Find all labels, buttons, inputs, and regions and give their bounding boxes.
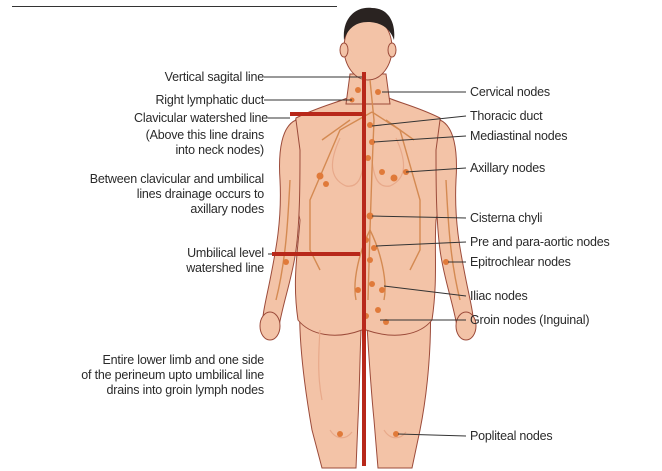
left-hand xyxy=(260,312,280,340)
label-clavicular-watershed-line: Clavicular watershed line xyxy=(134,111,268,126)
label-thoracic-duct: Thoracic duct xyxy=(470,109,542,124)
label-umbilical-watershed-line: Umbilical level watershed line xyxy=(186,246,264,276)
label-groin-nodes: Groin nodes (Inguinal) xyxy=(470,313,589,328)
iliac-node xyxy=(379,287,385,293)
iliac-node xyxy=(369,281,375,287)
label-line: Entire lower limb and one side xyxy=(81,353,264,368)
left-ear xyxy=(340,43,348,57)
label-cisterna-chyli: Cisterna chyli xyxy=(470,211,542,226)
left-arm xyxy=(262,120,300,332)
aortic-node xyxy=(367,257,373,263)
groin-node xyxy=(375,307,381,313)
label-iliac-nodes: Iliac nodes xyxy=(470,289,528,304)
label-line: drains into groin lymph nodes xyxy=(81,383,264,398)
label-line: axillary nodes xyxy=(90,202,264,217)
label-vertical-sagital-line: Vertical sagital line xyxy=(165,70,264,85)
label-right-lymphatic-duct: Right lymphatic duct xyxy=(155,93,264,108)
label-above-line-drains: (Above this line drains into neck nodes) xyxy=(146,128,264,158)
cervical-node xyxy=(355,87,361,93)
iliac-node xyxy=(355,287,361,293)
label-line: of the perineum upto umbilical line xyxy=(81,368,264,383)
label-line: into neck nodes) xyxy=(146,143,264,158)
label-epitrochlear-nodes: Epitrochlear nodes xyxy=(470,255,571,270)
label-pre-para-aortic-nodes: Pre and para-aortic nodes xyxy=(470,235,610,250)
cervical-node xyxy=(375,89,381,95)
epitrochlear-node xyxy=(283,259,289,265)
label-line: Umbilical level xyxy=(186,246,264,261)
axillary-node xyxy=(379,169,385,175)
right-arm xyxy=(436,120,474,332)
axillary-node xyxy=(323,181,329,187)
right-ear xyxy=(388,43,396,57)
label-line: lines drainage occurs to xyxy=(90,187,264,202)
label-line: watershed line xyxy=(186,261,264,276)
popliteal-node xyxy=(337,431,343,437)
label-lower-limb-drainage: Entire lower limb and one side of the pe… xyxy=(81,353,264,398)
label-mediastinal-nodes: Mediastinal nodes xyxy=(470,129,567,144)
label-cervical-nodes: Cervical nodes xyxy=(470,85,550,100)
axillary-node xyxy=(391,175,398,182)
label-line: (Above this line drains xyxy=(146,128,264,143)
label-popliteal-nodes: Popliteal nodes xyxy=(470,429,552,444)
label-axillary-nodes: Axillary nodes xyxy=(470,161,545,176)
axillary-node xyxy=(317,173,324,180)
mediastinal-node xyxy=(367,122,373,128)
label-between-clavicular-umbilical: Between clavicular and umbilical lines d… xyxy=(90,172,264,217)
label-line: Between clavicular and umbilical xyxy=(90,172,264,187)
